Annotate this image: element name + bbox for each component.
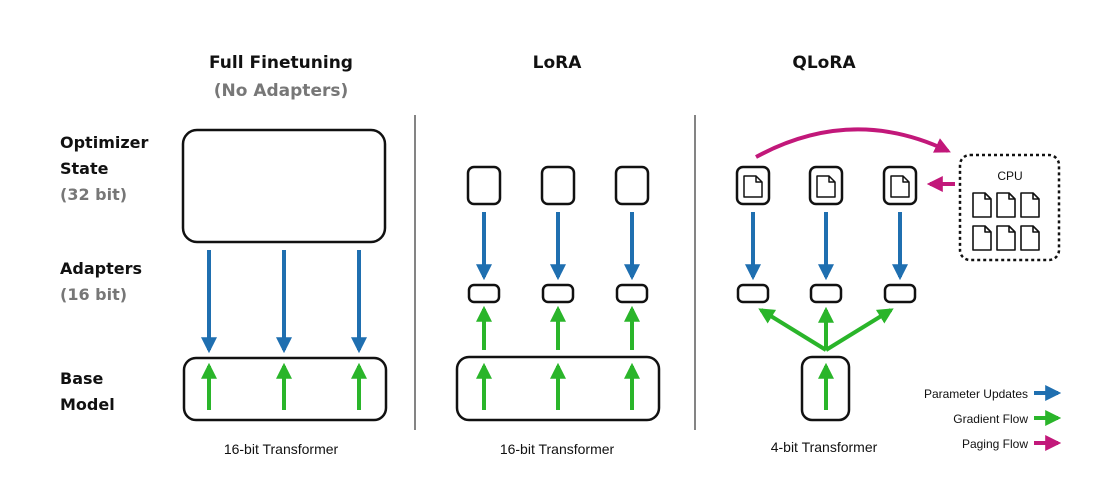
lora-optimizer-boxes <box>466 165 650 206</box>
lora-green-arrows-to-adapters <box>476 305 640 350</box>
qlora-caption: 4-bit Transformer <box>771 439 878 455</box>
cpu-pages <box>972 192 1040 251</box>
qlora-green-fan-arrows <box>758 306 894 352</box>
lora-optimizer-box-3 <box>614 165 650 206</box>
qlora-green-arrow-left <box>758 308 828 352</box>
qlora-optimizer-box-3 <box>882 165 918 206</box>
qlora-title: QLoRA <box>792 53 856 73</box>
legend: Parameter Updates Gradient Flow Paging F… <box>924 385 1062 451</box>
row-label-base: Base <box>60 369 104 388</box>
row-label-32bit: (32 bit) <box>60 185 127 204</box>
row-label-optimizer: Optimizer <box>60 133 149 152</box>
legend-label-paging-flow: Paging Flow <box>962 437 1028 451</box>
qlora-optimizer-box-2 <box>808 165 844 206</box>
full-caption: 16-bit Transformer <box>224 441 339 457</box>
document-icon <box>1020 225 1040 251</box>
lora-caption: 16-bit Transformer <box>500 441 615 457</box>
legend-label-gradient-flow: Gradient Flow <box>953 412 1028 426</box>
qlora-adapter-box-2 <box>809 283 843 304</box>
qlora-green-arrow-right <box>824 308 894 352</box>
qlora-adapter-box-3 <box>883 283 917 304</box>
cpu-label: CPU <box>997 169 1022 183</box>
paging-arrow-to-cpu <box>755 127 951 159</box>
document-icon <box>972 225 992 251</box>
cpu-box: CPU <box>958 153 1061 262</box>
row-label-adapters: Adapters <box>60 259 142 278</box>
row-label-model: Model <box>60 395 115 414</box>
lora-optimizer-box-1 <box>466 165 502 206</box>
lora-adapter-box-3 <box>615 283 649 304</box>
qlora-optimizer-box-1 <box>735 165 771 206</box>
legend-label-parameter-updates: Parameter Updates <box>924 387 1028 401</box>
document-icon <box>890 175 910 198</box>
qlora-blue-arrows <box>745 212 908 281</box>
document-icon <box>1020 192 1040 218</box>
document-icon <box>816 175 836 198</box>
full-finetuning-title: Full Finetuning <box>209 53 353 73</box>
lora-adapter-box-1 <box>467 283 501 304</box>
full-green-arrows <box>201 362 367 410</box>
lora-green-arrows-in-base <box>476 362 640 410</box>
lora-adapter-box-2 <box>541 283 575 304</box>
document-icon <box>972 192 992 218</box>
row-label-16bit: (16 bit) <box>60 285 127 304</box>
lora-adapter-boxes <box>467 283 649 304</box>
qlora-adapter-box-1 <box>736 283 770 304</box>
full-finetuning-subtitle: (No Adapters) <box>214 81 349 101</box>
lora-optimizer-box-2 <box>540 165 576 206</box>
lora-title: LoRA <box>533 53 583 73</box>
qlora-optimizer-boxes <box>735 165 918 206</box>
document-icon <box>996 225 1016 251</box>
document-icon <box>743 175 763 198</box>
full-optimizer-state-box <box>181 128 387 244</box>
full-blue-arrows <box>201 250 367 354</box>
document-icon <box>996 192 1016 218</box>
qlora-adapter-boxes <box>736 283 917 304</box>
row-label-state: State <box>60 159 109 178</box>
lora-blue-arrows <box>476 212 640 281</box>
